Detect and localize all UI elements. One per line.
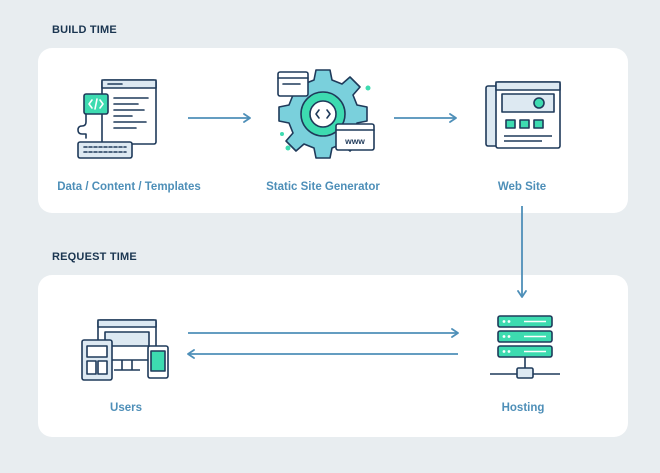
devices-icon [81,319,169,381]
request-time-title: REQUEST TIME [52,251,137,263]
build-time-title: BUILD TIME [52,24,117,36]
code-editor-icon [77,79,157,159]
node-label-website: Web Site [497,181,547,193]
node-label-generator: Static Site Generator [266,181,380,193]
server-icon [490,315,560,379]
node-label-users: Users [110,402,142,414]
website-pages-icon [485,81,561,149]
node-label-hosting: Hosting [501,402,545,414]
node-label-data: Data / Content / Templates [57,181,201,193]
www-badge-text: www [344,136,365,146]
gear-icon: www [277,69,375,159]
